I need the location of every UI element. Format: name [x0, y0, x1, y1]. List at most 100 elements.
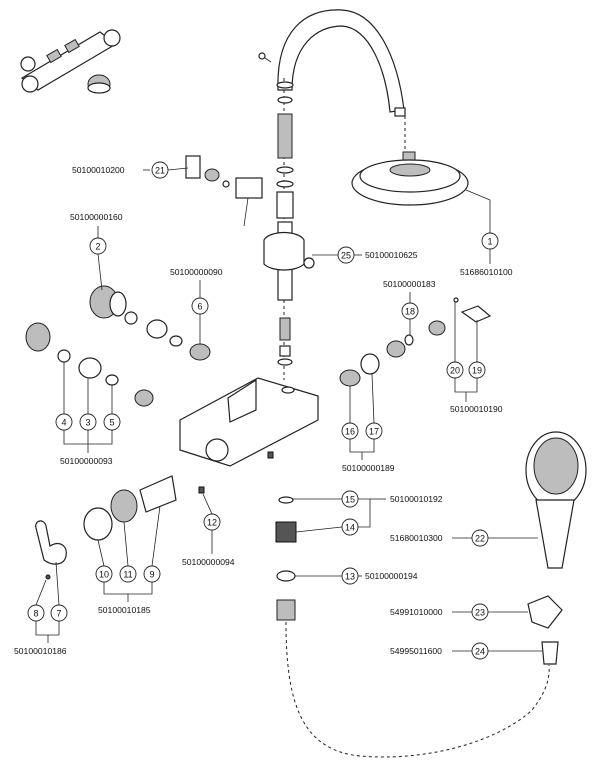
part-code-label: 50100000194	[365, 571, 418, 581]
callout-bubble	[341, 490, 359, 508]
left-inlet-parts	[25, 285, 183, 407]
callout-bubble	[143, 565, 161, 583]
leader-lines	[35, 167, 542, 652]
callout-number: 8	[33, 609, 38, 619]
callout-14: 14	[341, 518, 359, 536]
hose-cone-part	[541, 641, 559, 665]
callout-bubble	[191, 297, 209, 315]
callout-15: 15	[341, 490, 359, 508]
callout-number: 17	[369, 427, 379, 437]
cap-part	[87, 74, 111, 94]
leader-17	[371, 373, 375, 424]
callout-bubble	[337, 246, 355, 264]
hand-shower-holder-part	[527, 595, 563, 629]
leader-7	[55, 561, 60, 606]
callout-number: 5	[109, 418, 114, 428]
leader-11	[123, 521, 129, 567]
callout-number: 16	[345, 427, 355, 437]
group-bracket-g19_20-0	[454, 378, 478, 393]
callout-bubble	[203, 513, 221, 531]
callout-number: 7	[56, 609, 61, 619]
leader-1	[465, 189, 491, 233]
group-code-label: 50100010190	[450, 404, 503, 414]
callout-bubble	[471, 603, 489, 621]
callout-bubble	[50, 604, 68, 622]
callout-number: 9	[149, 570, 154, 580]
callout-number: 24	[475, 647, 485, 657]
callout-22: 22 51680010300	[390, 529, 489, 547]
cartridge-6-part	[189, 343, 211, 361]
callout-bubble	[365, 422, 383, 440]
part-code-label: 54991010000	[390, 607, 443, 617]
callout-bubble	[95, 565, 113, 583]
callout-number: 4	[61, 418, 66, 428]
hose-fittings-part	[275, 496, 550, 758]
callout-bubble	[79, 413, 97, 431]
callout-11: 11	[119, 565, 137, 583]
callout-24: 24 54995011600	[390, 642, 489, 660]
callout-8: 8	[27, 604, 45, 622]
callout-20: 20	[446, 361, 464, 379]
shower-head-part	[351, 116, 469, 206]
callout-number: 21	[155, 166, 165, 176]
callout-number: 23	[475, 608, 485, 618]
mixer-body-part	[179, 377, 319, 467]
callout-bubble	[27, 604, 45, 622]
group-code-label: 50100000093	[60, 456, 113, 466]
callout-number: 15	[345, 495, 355, 505]
slider-part	[263, 231, 315, 271]
callout-number: 11	[123, 570, 132, 580]
callout-bubble	[446, 361, 464, 379]
part-code-label: 50100000090	[170, 267, 223, 277]
callout-number: 6	[197, 302, 202, 312]
part-code-label: 51686010100	[460, 267, 513, 277]
callout-number: 22	[475, 534, 485, 544]
part-code-label: 50100010200	[72, 165, 125, 175]
callout-4: 4	[55, 413, 73, 431]
callout-bubble	[341, 518, 359, 536]
callout-3: 3	[79, 413, 97, 431]
callout-bubble	[89, 237, 107, 255]
callout-bubble	[341, 422, 359, 440]
group-bracket-g14_15-0	[358, 498, 371, 528]
callout-bubble	[55, 413, 73, 431]
callout-number: 2	[95, 242, 100, 252]
leader-14	[295, 526, 343, 533]
callout-number: 13	[345, 572, 355, 582]
diverter-assembly-part	[185, 155, 263, 227]
callout-bubble	[119, 565, 137, 583]
callout-21: 21 50100010200	[72, 161, 169, 179]
callout-10: 10	[95, 565, 113, 583]
group-code-label: 50100000189	[342, 463, 395, 473]
callout-bubble	[481, 232, 499, 250]
group-code-label: 50100010192	[390, 494, 443, 504]
callout-13: 13 50100000194	[341, 567, 418, 585]
callout-bubble	[471, 642, 489, 660]
right-inlet-parts	[339, 297, 492, 387]
part-code-label: 54995011600	[390, 646, 442, 656]
group-bracket-g9_11-0	[103, 582, 153, 595]
callout-19: 19	[468, 361, 486, 379]
leader-12	[202, 493, 213, 515]
callout-bubble	[151, 161, 169, 179]
leader-8	[35, 579, 47, 606]
part-code-label: 50100000094	[182, 557, 235, 567]
callout-bubble	[103, 413, 121, 431]
callout-number: 14	[345, 523, 355, 533]
callout-number: 12	[207, 518, 217, 528]
lever-handle-part	[35, 520, 67, 580]
callout-5: 5	[103, 413, 121, 431]
group-bracket-g7_8-0	[35, 621, 60, 636]
part-code-label: 51680010300	[390, 533, 443, 543]
group-code-label: 50100010185	[98, 605, 151, 615]
part-code-label: 50100000183	[383, 279, 436, 289]
callout-bubble	[401, 302, 419, 320]
leader-9	[151, 505, 161, 567]
group-bracket-g16_17-0	[349, 439, 375, 453]
callout-7: 7	[50, 604, 68, 622]
